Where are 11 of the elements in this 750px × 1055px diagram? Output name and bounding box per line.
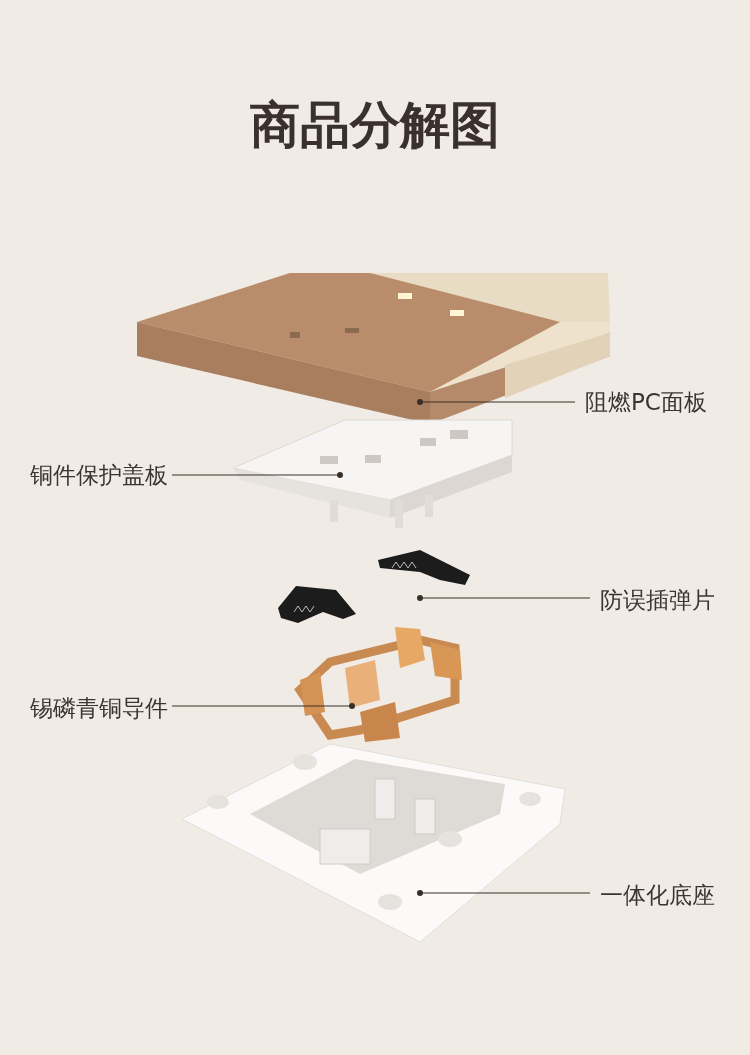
- part-label: 一体化底座: [600, 881, 715, 909]
- leader-line: [417, 595, 591, 601]
- leader-line: [171, 472, 343, 478]
- leader-line: [171, 703, 355, 709]
- part-label: 锡磷青铜导件: [30, 694, 168, 722]
- leader-line: [417, 890, 591, 896]
- part-label: 阻燃PC面板: [585, 388, 707, 416]
- leader-line: [417, 399, 576, 405]
- part-label: 铜件保护盖板: [30, 461, 168, 489]
- title: 商品分解图: [249, 95, 501, 156]
- part-label: 防误插弹片: [600, 586, 715, 614]
